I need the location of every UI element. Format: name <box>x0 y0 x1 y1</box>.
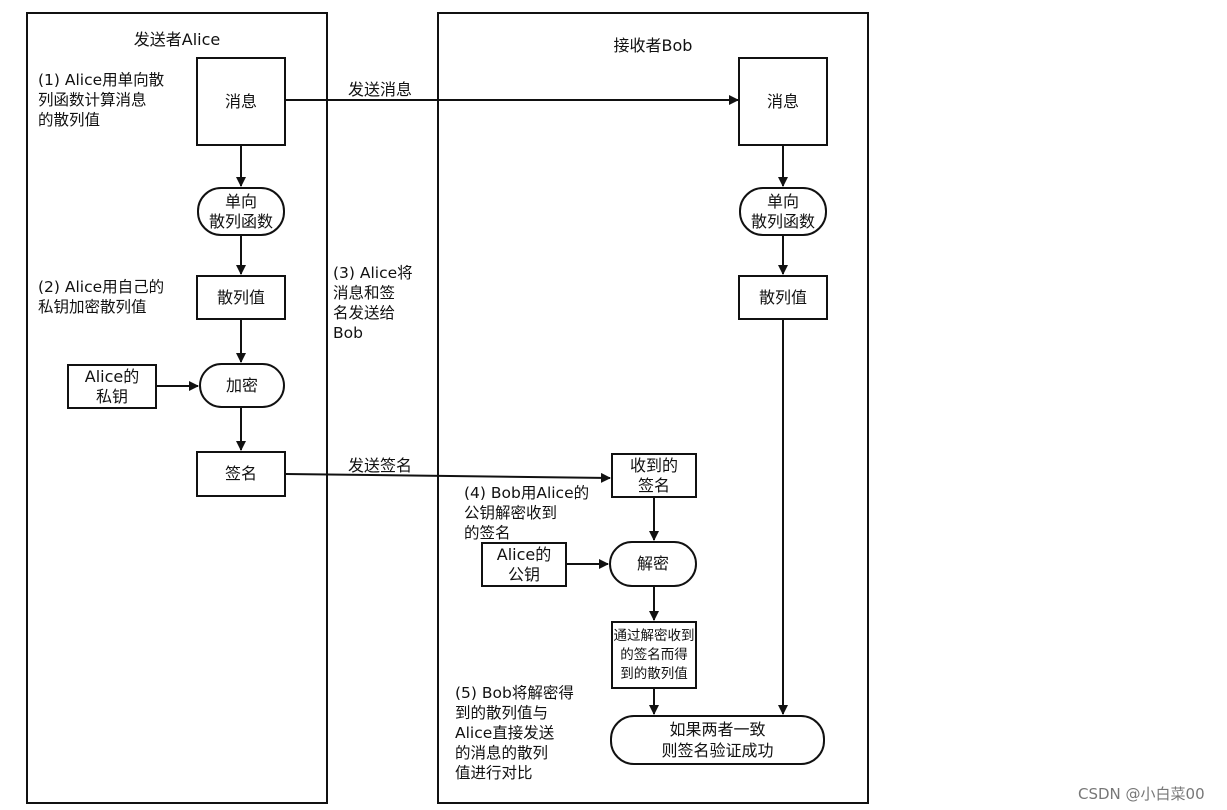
received-signature-box: 收到的 签名 <box>611 453 697 498</box>
sender-lane <box>26 12 328 804</box>
receiver-lane <box>437 12 869 804</box>
watermark: CSDN @小白菜00 <box>1078 785 1205 803</box>
step4-note: (4) Bob用Alice的 公钥解密收到 的签名 <box>464 484 590 542</box>
verify-result: 如果两者一致 则签名验证成功 <box>610 715 825 765</box>
decrypted-hash-box: 通过解密收到 的签名而得 到的散列值 <box>611 621 697 689</box>
receiver-decrypt: 解密 <box>609 541 697 587</box>
receiver-public-key-box: Alice的 公钥 <box>481 542 567 587</box>
send-signature-label: 发送签名 <box>348 456 413 475</box>
sender-private-key-box: Alice的 私钥 <box>67 364 157 409</box>
step3-note: (3) Alice将 消息和签 名发送给 Bob <box>333 264 413 342</box>
sender-message-box: 消息 <box>196 57 286 146</box>
arrow-send-signature <box>285 472 611 483</box>
receiver-hash-function: 单向 散列函数 <box>739 187 827 236</box>
send-message-label: 发送消息 <box>348 80 413 99</box>
sender-signature-box: 签名 <box>196 451 286 497</box>
sender-hash-value-box: 散列值 <box>196 275 286 320</box>
step2-note: (2) Alice用自己的 私钥加密散列值 <box>38 278 165 316</box>
step5-note: (5) Bob将解密得 到的散列值与 Alice直接发送 的消息的散列 值进行对… <box>455 684 574 782</box>
receiver-message-box: 消息 <box>738 57 828 146</box>
step1-note: (1) Alice用单向散 列函数计算消息 的散列值 <box>38 71 165 129</box>
sender-lane-title: 发送者Alice <box>133 30 221 49</box>
sender-encrypt: 加密 <box>199 363 285 408</box>
sender-hash-function: 单向 散列函数 <box>197 187 285 236</box>
receiver-hash-value-box: 散列值 <box>738 275 828 320</box>
receiver-lane-title: 接收者Bob <box>613 36 693 55</box>
